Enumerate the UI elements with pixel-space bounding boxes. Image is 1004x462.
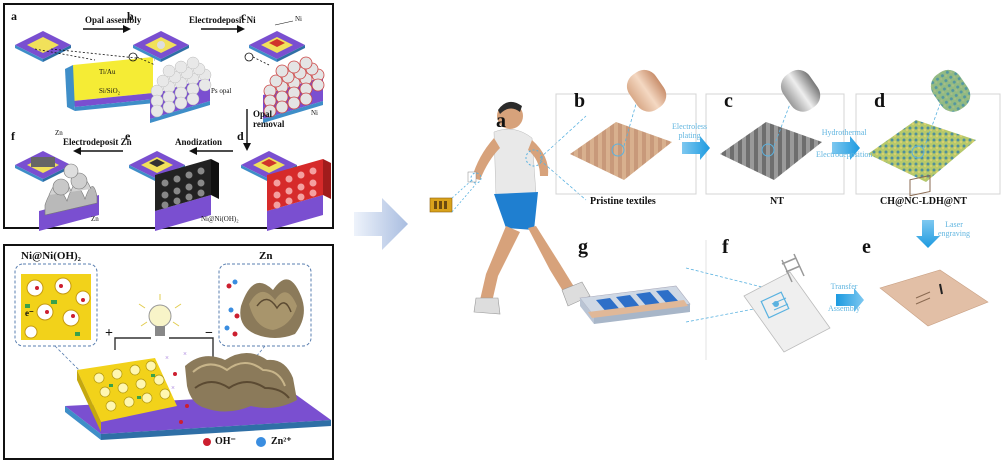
fabrication-panel: a b c d e f Opal assembly Electrodeposit… xyxy=(3,3,334,231)
chip-c xyxy=(249,31,305,62)
wearable-illustration xyxy=(429,69,1001,360)
electron-label: e⁻ xyxy=(25,308,34,318)
light-bulb xyxy=(114,294,214,358)
fabrication-illustration xyxy=(15,20,331,231)
plus-sign: + xyxy=(105,326,113,341)
wear-label-g: g xyxy=(578,236,588,258)
wear-label-b: b xyxy=(574,90,586,112)
zn-title: Zn xyxy=(259,250,273,262)
ch-textile xyxy=(868,120,976,182)
opal-block xyxy=(150,56,212,123)
rod-ch xyxy=(930,69,971,112)
arrow-electroless xyxy=(682,136,710,160)
fab-label-e: e xyxy=(125,129,131,143)
chip-a xyxy=(15,31,71,62)
wear-label-c: c xyxy=(724,90,733,112)
legend-zn: Zn²⁺ xyxy=(271,436,292,447)
wear-label-e: e xyxy=(862,236,871,258)
arrow-label-laser: Laser engraving xyxy=(938,220,970,238)
arrow-label-electroless: Electroless plating xyxy=(672,122,708,140)
rod-pristine xyxy=(626,69,667,112)
label-ni-side: Ni xyxy=(311,109,318,117)
arrow-laser xyxy=(916,220,940,248)
nioh-title: Ni@Ni(OH)₂ xyxy=(21,250,81,262)
zinc-block xyxy=(39,163,99,231)
nioh-electrode xyxy=(77,358,177,432)
step-anodization: Anodization xyxy=(175,137,223,147)
fab-label-b: b xyxy=(127,9,134,23)
legend-oh: OH⁻ xyxy=(215,436,236,447)
arrow-transfer xyxy=(836,288,864,312)
caption-pristine: Pristine textiles xyxy=(590,196,656,207)
wear-label-a: a xyxy=(496,110,506,132)
chip-f xyxy=(15,151,71,182)
step-electrodeposit-ni: Electrodeposit Ni xyxy=(189,15,256,25)
battery-panel: × × × Ni@Ni(OH)₂ Zn e⁻ + − OH⁻ Zn²⁺ xyxy=(3,244,334,460)
wear-label-f: f xyxy=(722,236,729,258)
label-ni-top: Ni xyxy=(295,15,302,23)
label-sisio2: Si/SiO₂ xyxy=(99,87,121,95)
label-tiau: Ti/Au xyxy=(99,68,116,76)
label-ps-opal: Ps opal xyxy=(211,87,232,95)
label-zn-top: Zn xyxy=(55,129,63,137)
wearable-panel: a b c d e f g Pristine textiles NT CH@NC… xyxy=(410,60,1004,460)
label-nioh: Ni@Ni(OH)₂ xyxy=(201,215,239,223)
caption-nt: NT xyxy=(770,196,784,207)
fab-label-a: a xyxy=(11,9,17,23)
zn-zoom xyxy=(224,279,304,338)
flow-arrow xyxy=(354,198,408,250)
arrow-label-transfer: Transfer Assembly xyxy=(828,282,860,313)
fab-label-d: d xyxy=(237,129,244,143)
laser-engraved-textile xyxy=(879,174,989,327)
step-opal-removal: Opal removal xyxy=(253,109,285,129)
nioh-zoom xyxy=(21,274,91,340)
transferred-device xyxy=(743,253,831,353)
step-opal-assembly: Opal assembly xyxy=(85,15,142,25)
wearable-device xyxy=(429,179,477,213)
svg-text:×: × xyxy=(165,354,169,362)
arrow-hydrothermal xyxy=(832,136,860,160)
slab-a xyxy=(65,57,155,111)
inverse-opal-ni xyxy=(267,159,331,231)
inverse-opal-nioh xyxy=(155,159,219,231)
svg-text:×: × xyxy=(183,350,187,358)
battery-illustration: × × × xyxy=(14,263,331,447)
legend-oh-dot xyxy=(203,438,211,446)
zn-electrode xyxy=(185,353,297,412)
fab-label-c: c xyxy=(241,9,247,23)
fab-label-f: f xyxy=(11,129,15,143)
legend-zn-dot xyxy=(256,437,266,447)
caption-ch: CH@NC-LDH@NT xyxy=(880,196,967,207)
pristine-textile xyxy=(570,122,672,180)
rod-nt xyxy=(780,69,821,112)
arrow-label-hydrothermal: Hydrothermal Electrodeposition xyxy=(816,128,873,159)
step-electrodeposit-zn: Electrodeposit Zn xyxy=(63,137,132,147)
opal-ni-block xyxy=(263,56,325,123)
assembled-battery xyxy=(579,285,691,324)
svg-text:×: × xyxy=(171,384,175,392)
minus-sign: − xyxy=(205,326,213,341)
label-zn-bottom: Zn xyxy=(91,215,99,223)
chip-b xyxy=(133,31,189,62)
wear-label-d: d xyxy=(874,90,886,112)
runner-figure xyxy=(467,101,591,315)
nt-textile xyxy=(720,122,822,180)
ions: × × × xyxy=(165,350,189,424)
